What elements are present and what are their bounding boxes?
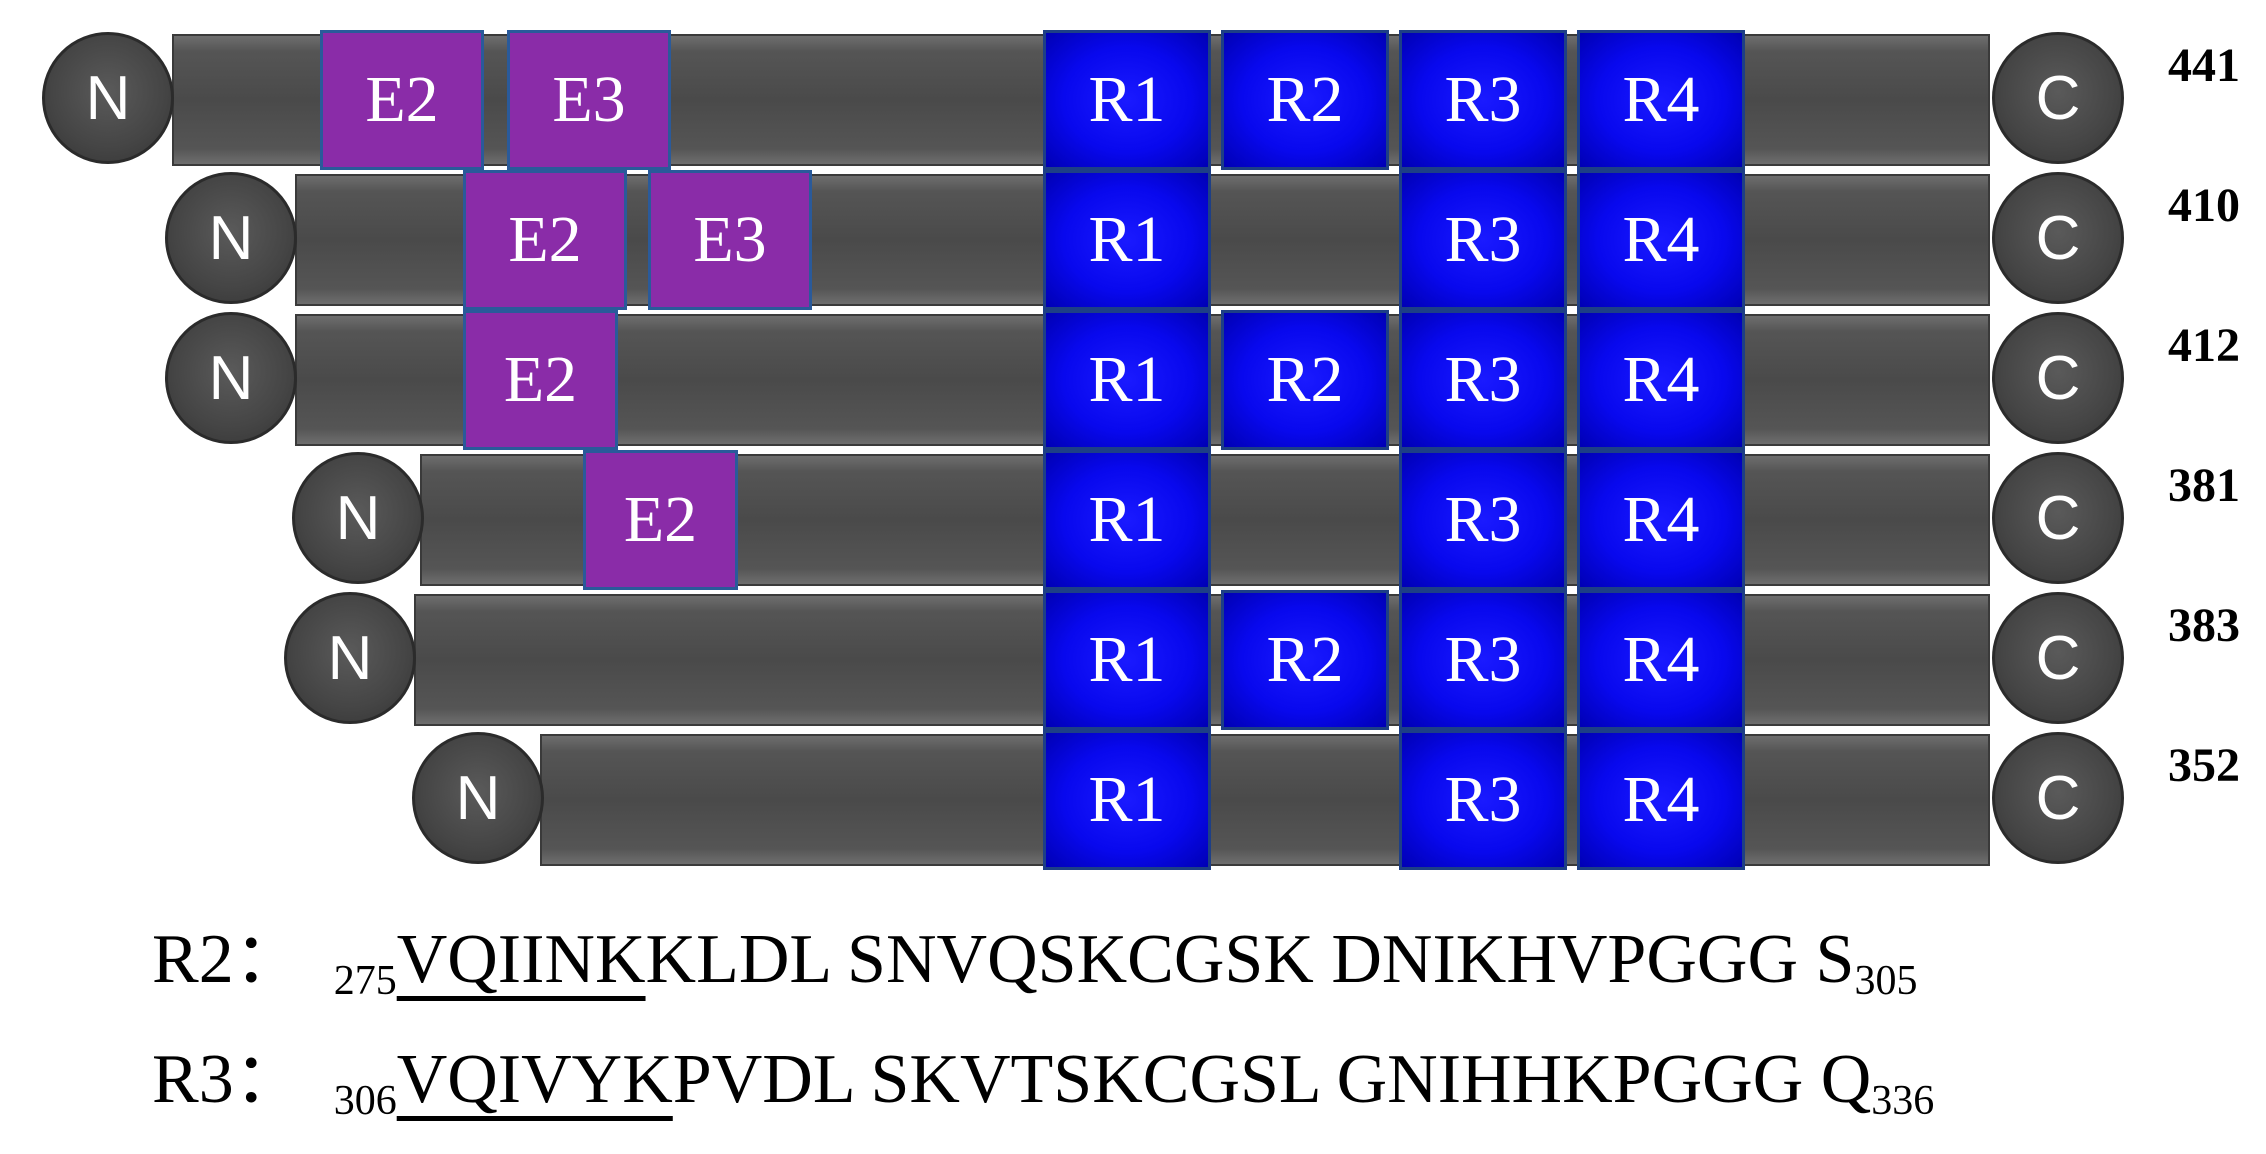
domain-e2: E2 bbox=[463, 310, 618, 450]
c-terminus-cap: C bbox=[1992, 452, 2124, 584]
hexapeptide-motif: VQIINK bbox=[396, 921, 646, 998]
domain-r4: R4 bbox=[1577, 450, 1745, 590]
hexapeptide-motif: VQIVYK bbox=[396, 1041, 673, 1118]
isoform-length: 381 bbox=[2168, 459, 2240, 512]
domain-r3: R3 bbox=[1399, 730, 1567, 870]
isoform-length: 410 bbox=[2168, 179, 2240, 232]
sequence-r3: R3：306VQIVYKPVDL SKVTSKCGSL GNIHHKPGGG Q… bbox=[152, 1045, 1934, 1123]
domain-r1: R1 bbox=[1043, 730, 1211, 870]
domain-r4: R4 bbox=[1577, 170, 1745, 310]
isoform-length: 441 bbox=[2168, 39, 2240, 92]
n-terminus-cap: N bbox=[165, 312, 297, 444]
isoform-row-441: N E2 E3 R1 R2 R3 R4 C 441 bbox=[0, 30, 2266, 170]
isoform-length: 352 bbox=[2168, 739, 2240, 792]
domain-r4: R4 bbox=[1577, 590, 1745, 730]
domain-e3: E3 bbox=[648, 170, 812, 310]
end-position: 305 bbox=[1854, 958, 1918, 1004]
n-terminus-cap: N bbox=[42, 32, 174, 164]
isoform-row-410: N E2 E3 R1 R3 R4 C 410 bbox=[0, 170, 2266, 310]
domain-r4: R4 bbox=[1577, 30, 1745, 170]
domain-r1: R1 bbox=[1043, 590, 1211, 730]
isoform-row-381: N E2 R1 R3 R4 C 381 bbox=[0, 450, 2266, 590]
domain-r1: R1 bbox=[1043, 170, 1211, 310]
sequence-r2: R2：275VQIINKKLDL SNVQSKCGSK DNIKHVPGGG S… bbox=[152, 925, 1917, 1003]
domain-r3: R3 bbox=[1399, 170, 1567, 310]
sequence-label: R2： bbox=[152, 921, 304, 998]
domain-r4: R4 bbox=[1577, 730, 1745, 870]
domain-r3: R3 bbox=[1399, 30, 1567, 170]
domain-r2: R2 bbox=[1221, 310, 1389, 450]
sequence-rest: PVDL SKVTSKCGSL GNIHHKPGGG Q bbox=[672, 1041, 1872, 1118]
isoform-row-412: N E2 R1 R2 R3 R4 C 412 bbox=[0, 310, 2266, 450]
domain-r3: R3 bbox=[1399, 590, 1567, 730]
n-terminus-cap: N bbox=[284, 592, 416, 724]
isoform-row-383: N R1 R2 R3 R4 C 383 bbox=[0, 590, 2266, 730]
domain-e2: E2 bbox=[463, 170, 627, 310]
domain-e3: E3 bbox=[507, 30, 671, 170]
domain-r1: R1 bbox=[1043, 30, 1211, 170]
domain-r4: R4 bbox=[1577, 310, 1745, 450]
n-terminus-cap: N bbox=[165, 172, 297, 304]
domain-r3: R3 bbox=[1399, 450, 1567, 590]
c-terminus-cap: C bbox=[1992, 172, 2124, 304]
isoform-length: 383 bbox=[2168, 599, 2240, 652]
c-terminus-cap: C bbox=[1992, 732, 2124, 864]
domain-r1: R1 bbox=[1043, 310, 1211, 450]
sequence-label: R3： bbox=[152, 1041, 304, 1118]
isoform-length: 412 bbox=[2168, 319, 2240, 372]
c-terminus-cap: C bbox=[1992, 312, 2124, 444]
start-position: 306 bbox=[333, 1078, 397, 1124]
domain-e2: E2 bbox=[320, 30, 484, 170]
isoform-bar bbox=[540, 734, 1990, 866]
start-position: 275 bbox=[333, 958, 397, 1004]
isoform-row-352: N R1 R3 R4 C 352 bbox=[0, 730, 2266, 870]
domain-r1: R1 bbox=[1043, 450, 1211, 590]
sequence-rest: KLDL SNVQSKCGSK DNIKHVPGGG S bbox=[645, 921, 1855, 998]
domain-r2: R2 bbox=[1221, 590, 1389, 730]
domain-e2: E2 bbox=[583, 450, 738, 590]
n-terminus-cap: N bbox=[292, 452, 424, 584]
n-terminus-cap: N bbox=[412, 732, 544, 864]
c-terminus-cap: C bbox=[1992, 592, 2124, 724]
end-position: 336 bbox=[1871, 1078, 1935, 1124]
domain-r2: R2 bbox=[1221, 30, 1389, 170]
domain-r3: R3 bbox=[1399, 310, 1567, 450]
c-terminus-cap: C bbox=[1992, 32, 2124, 164]
